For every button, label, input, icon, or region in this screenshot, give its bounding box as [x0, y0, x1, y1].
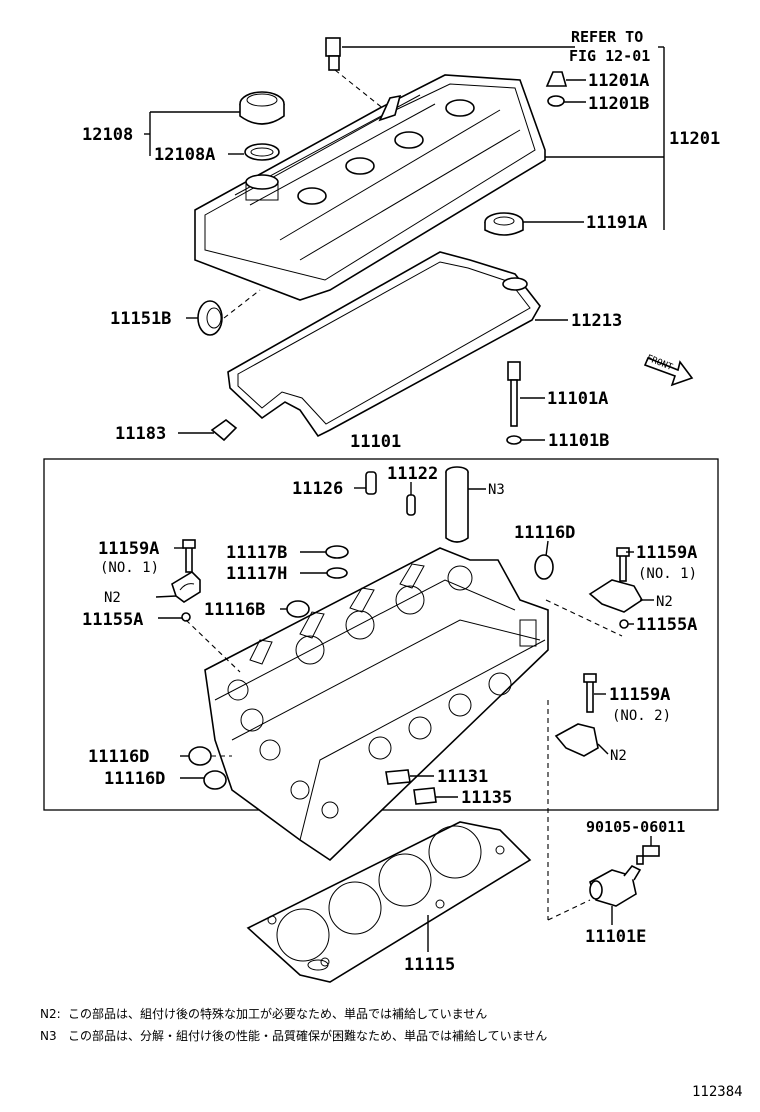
label-n3: N3	[488, 482, 505, 498]
label-11122: 11122	[387, 464, 438, 484]
label-no1-left: (NO. 1)	[100, 560, 159, 576]
label-11159A-no2: 11159A	[609, 685, 670, 705]
cylinder-head-gasket	[246, 821, 532, 983]
label-11213: 11213	[571, 311, 622, 331]
head-bolt-washer	[506, 435, 522, 445]
cylinder-head-bolt	[507, 361, 521, 427]
cylinder-head	[204, 547, 549, 862]
label-11101A: 11101A	[547, 389, 608, 409]
breather-fitting	[325, 37, 341, 71]
sensor-bolt	[636, 845, 660, 865]
plug-bolt	[325, 545, 349, 559]
label-12108: 12108	[82, 125, 133, 145]
note-n2-text: この部品は、組付け後の特殊な加工が必要なため、単品では補給していません	[68, 1006, 487, 1021]
label-11201: 11201	[669, 129, 720, 149]
label-11159A-left: 11159A	[98, 539, 159, 559]
refer-fig-text: FIG 12-01	[569, 47, 650, 65]
valve-guide-bushing	[365, 471, 377, 495]
label-90105-06011: 90105-06011	[586, 818, 685, 836]
label-11201B: 11201B	[588, 94, 649, 114]
figure-number: 112384	[692, 1084, 743, 1100]
note-n3-key: N3	[40, 1029, 57, 1043]
label-11191A: 11191A	[586, 213, 647, 233]
plug-gasket	[326, 567, 348, 579]
oil-filler-cap	[239, 91, 285, 125]
head-plug-left-b	[203, 770, 227, 790]
head-plug-top	[534, 554, 554, 580]
bearing-cap-no2	[554, 723, 599, 757]
dowel-pin	[406, 494, 416, 516]
label-11117H: 11117H	[226, 564, 287, 584]
label-11101: 11101	[350, 432, 401, 452]
label-11115: 11115	[404, 955, 455, 975]
bearing-cap-bolt-left	[182, 539, 196, 573]
label-11116D-top: 11116D	[514, 523, 575, 543]
label-11116D-b: 11116D	[104, 769, 165, 789]
spark-plug-tube-seal	[484, 212, 524, 236]
label-no1-right: (NO. 1)	[638, 566, 697, 582]
label-11116B: 11116B	[204, 600, 265, 620]
label-11101B: 11101B	[548, 431, 609, 451]
label-n2-left: N2	[104, 590, 121, 606]
leader-lines	[144, 46, 665, 925]
front-arrow: FRONT	[643, 354, 694, 387]
label-12108A: 12108A	[154, 145, 215, 165]
head-plug-left-a	[188, 746, 212, 766]
bearing-cap-right	[588, 579, 644, 613]
label-11155A-left: 11155A	[82, 610, 143, 630]
cam-position-sensor	[589, 864, 642, 907]
filler-cap-gasket	[244, 143, 280, 161]
label-n2-right: N2	[656, 594, 673, 610]
label-11131: 11131	[437, 767, 488, 787]
bearing-cap-bolt-right	[616, 547, 630, 582]
head-plug-b	[286, 600, 310, 618]
valve-cover	[194, 74, 546, 301]
bearing-cap-pin-right	[619, 619, 629, 629]
bearing-cap-left	[171, 570, 201, 603]
grommet-washer	[547, 95, 565, 107]
label-11117B: 11117B	[226, 543, 287, 563]
label-n2-lower: N2	[610, 748, 627, 764]
note-n3-text: この部品は、分解・組付け後の性能・品質確保が困難なため、単品では補給していません	[68, 1028, 547, 1043]
label-11151B: 11151B	[110, 309, 171, 329]
cap-nut	[545, 71, 568, 87]
label-11101E: 11101E	[585, 927, 646, 947]
valve-cover-gasket	[227, 251, 541, 438]
label-11183: 11183	[115, 424, 166, 444]
label-11201A: 11201A	[588, 71, 649, 91]
bearing-cap-pin-left	[181, 612, 191, 622]
label-no2: (NO. 2)	[612, 708, 671, 724]
label-11135: 11135	[461, 788, 512, 808]
spark-plug-tube	[445, 466, 469, 543]
label-11159A-right: 11159A	[636, 543, 697, 563]
label-11116D-a: 11116D	[88, 747, 149, 767]
note-n2-key: N2:	[40, 1007, 61, 1021]
bearing-cap-bolt-no2	[583, 673, 597, 713]
refer-to-text: REFER TO	[571, 28, 643, 46]
camshaft-seal	[197, 300, 223, 336]
camshaft-cap-plug	[210, 418, 238, 442]
rubber-plug	[385, 769, 411, 785]
label-11155A-right: 11155A	[636, 615, 697, 635]
seal-ring	[413, 787, 437, 805]
label-11126: 11126	[292, 479, 343, 499]
